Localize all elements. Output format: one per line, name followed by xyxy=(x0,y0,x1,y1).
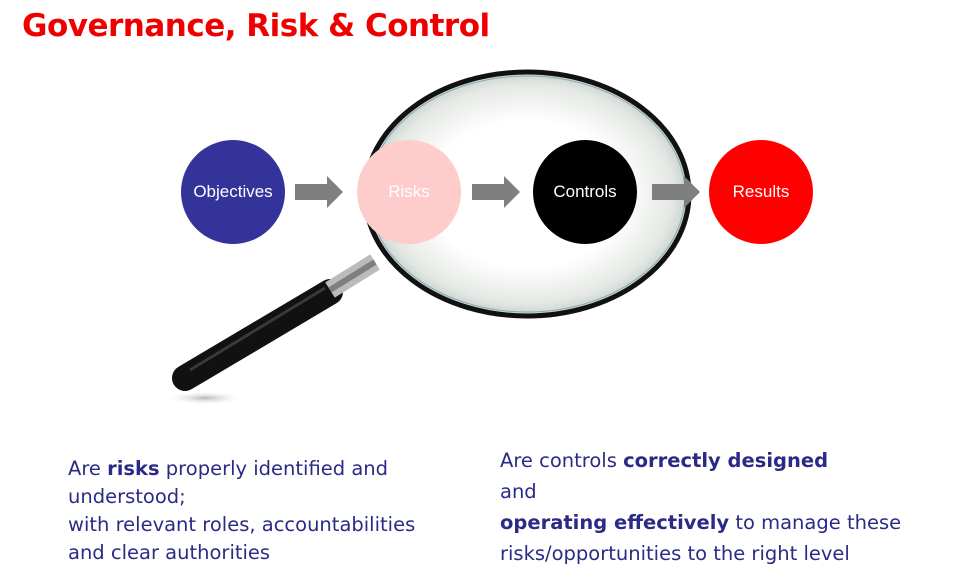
magnifier-handle xyxy=(172,254,380,391)
controls-question: Are controls correctly designed and oper… xyxy=(500,445,930,569)
bold-text: risks xyxy=(107,457,160,480)
step-label: Objectives xyxy=(193,182,273,201)
text: properly identified and understood; xyxy=(68,457,389,508)
step-controls: Controls xyxy=(533,140,637,244)
step-risks: Risks xyxy=(357,140,461,244)
step-label: Risks xyxy=(388,182,430,201)
shadow xyxy=(165,391,245,405)
text: and xyxy=(500,480,537,503)
step-label: Controls xyxy=(553,182,617,201)
text: Are xyxy=(68,457,108,480)
step-label: Results xyxy=(732,182,790,201)
text: to manage these risks/opportunities to t… xyxy=(500,511,902,565)
risks-question: Are risks properly identified and unders… xyxy=(68,455,418,567)
slide-title: Governance, Risk & Control xyxy=(22,8,490,44)
bold-text: correctly designed xyxy=(623,449,829,472)
step-objectives: Objectives xyxy=(181,140,285,244)
arrow-icon xyxy=(652,176,700,208)
text: with relevant roles, accountabilities an… xyxy=(68,513,416,564)
step-results: Results xyxy=(709,140,813,244)
bold-text: operating effectively xyxy=(500,511,730,534)
text: Are controls xyxy=(500,449,624,472)
arrow-icon xyxy=(295,176,343,208)
flow-arrows xyxy=(295,176,700,208)
arrow-icon xyxy=(472,176,520,208)
